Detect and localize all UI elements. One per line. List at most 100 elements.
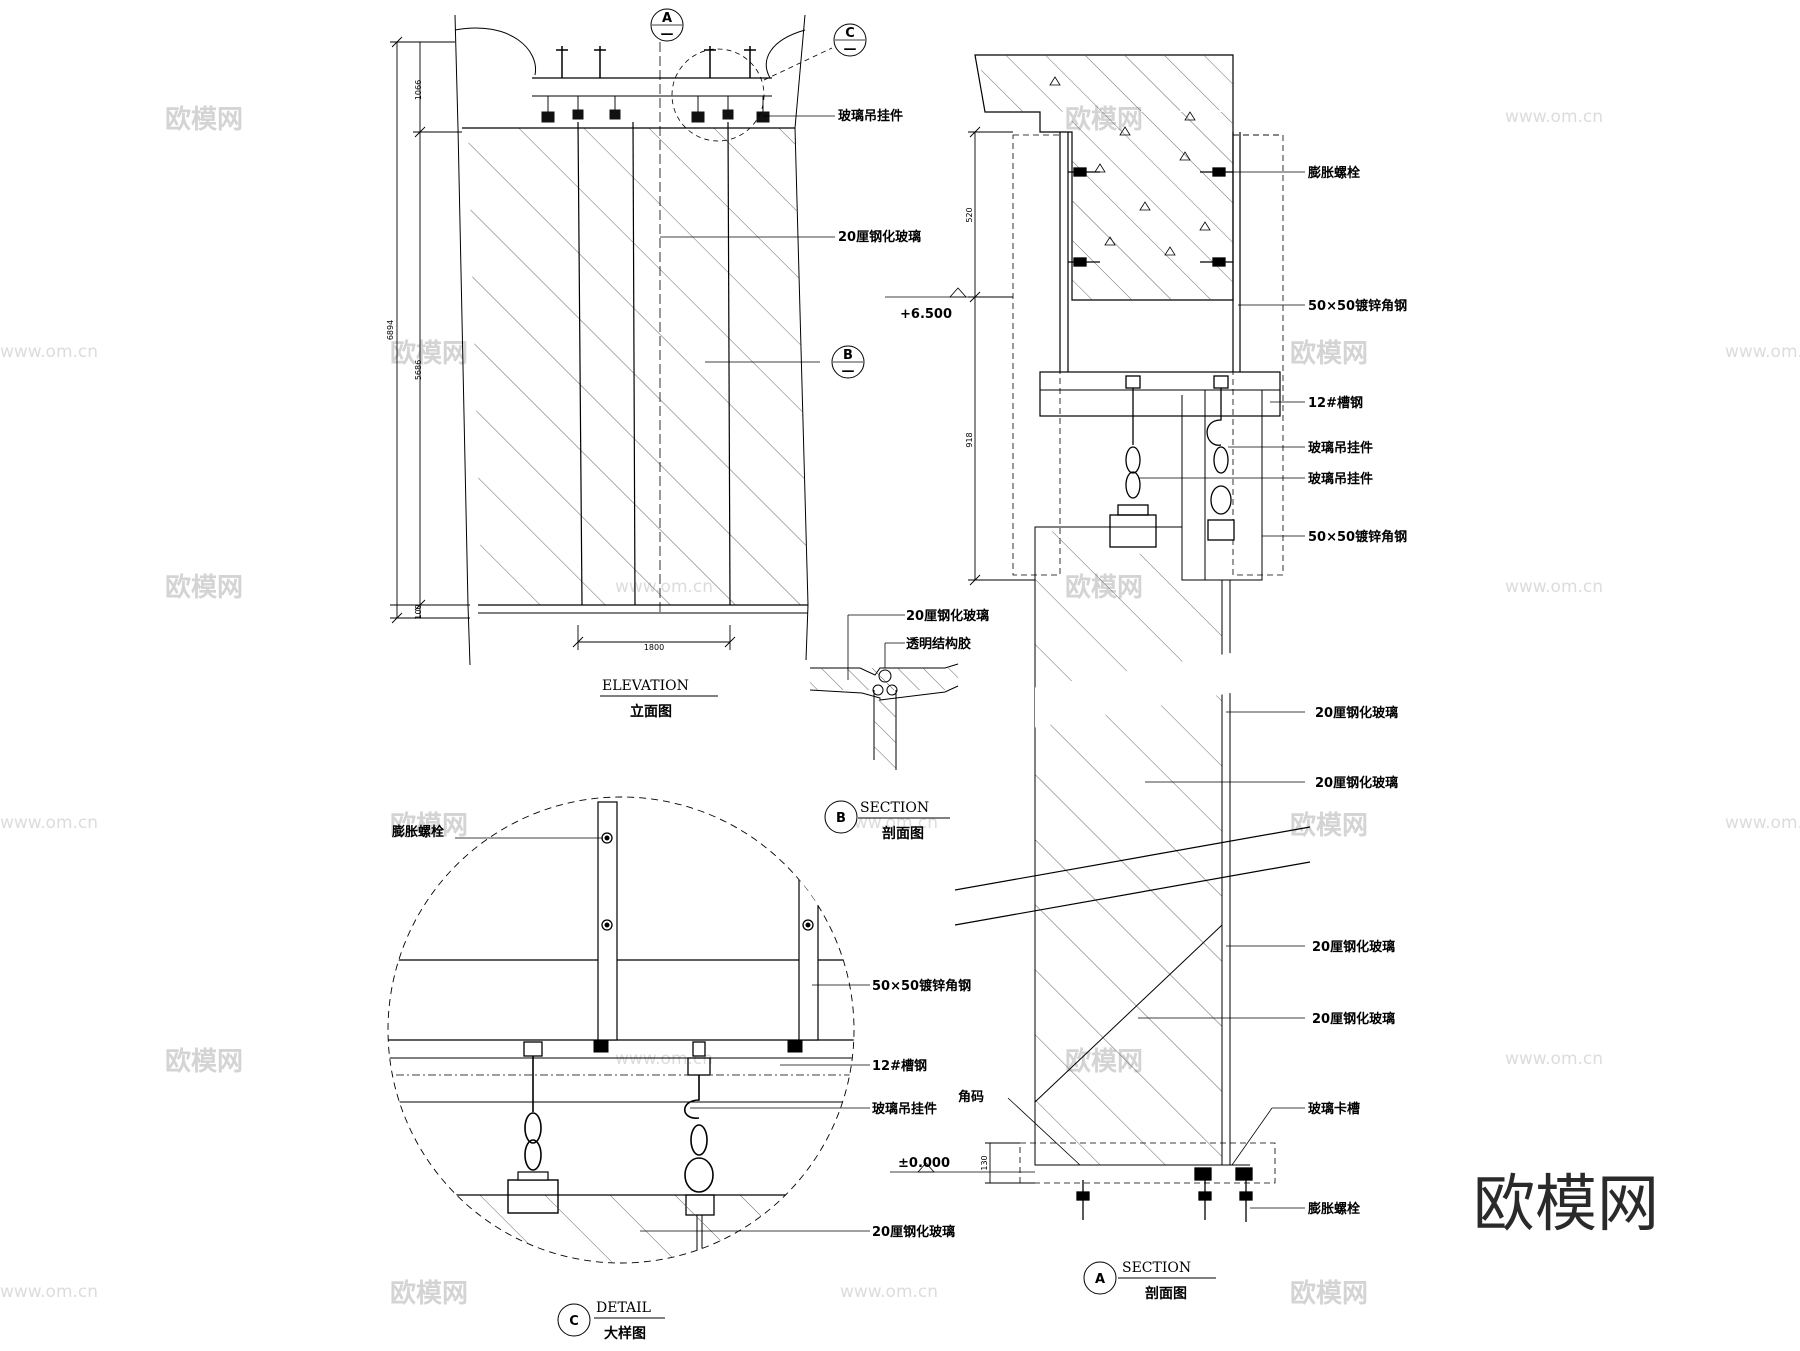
label-galvanized-angle: 50×50镀锌角钢 — [872, 978, 971, 994]
label-tempered-glass: 20厘钢化玻璃 — [838, 229, 921, 245]
section-b-title-en: SECTION — [860, 800, 929, 816]
elevation-view — [390, 14, 835, 666]
label-expansion-bolt: 膨胀螺栓 — [391, 824, 444, 840]
glass-clamps — [541, 96, 770, 123]
label-glass-hanger: 玻璃吊挂件 — [838, 108, 903, 124]
dim-918: 918 — [965, 432, 974, 447]
label-galvanized-angle: 50×50镀锌角钢 — [1308, 298, 1407, 314]
section-a-leaders — [1007, 171, 1305, 1209]
dim-520: 520 — [965, 207, 974, 222]
detail-c-marker-letter: C — [569, 1314, 579, 1329]
section-a-title-marker — [1083, 1261, 1117, 1295]
section-b-title-marker — [824, 800, 858, 834]
concrete-block-hatch — [1072, 112, 1233, 300]
left-wall-outline — [454, 14, 471, 666]
dim-1800: 1800 — [644, 643, 664, 652]
watermark: 欧模网 — [165, 1046, 243, 1077]
label-tempered-glass: 20厘钢化玻璃 — [872, 1224, 955, 1240]
watermark: 欧模网 — [390, 1278, 468, 1309]
hanger-assembly-right — [1206, 375, 1235, 541]
break-line — [954, 861, 1311, 926]
watermark: www.om.cn — [1505, 1049, 1603, 1069]
watermark: www.om.cn — [0, 342, 98, 362]
aggregate-triangles — [1049, 76, 1211, 256]
glass-joint — [632, 121, 636, 606]
channel-steel-lip — [1204, 389, 1263, 581]
section-a-labels: 膨胀螺栓 50×50镀锌角钢 12#槽钢 玻璃吊挂件 玻璃吊挂件 50×50镀锌… — [898, 165, 1407, 1302]
watermark: 欧模网 — [165, 104, 243, 135]
detail-c-callout-circle — [671, 48, 765, 142]
label-tempered-glass: 20厘钢化玻璃 — [1312, 939, 1395, 955]
section-marker-a-letter: A — [662, 11, 672, 26]
detail-c-labels: 膨胀螺栓 50×50镀锌角钢 12#槽钢 玻璃吊挂件 20厘钢化玻璃 C DET… — [391, 824, 971, 1342]
watermark: 欧模网 — [1290, 810, 1368, 841]
slab-bottom-line — [809, 685, 959, 701]
elevation-title-cn: 立面图 — [630, 703, 672, 720]
label-expansion-bolt: 膨胀螺栓 — [1307, 165, 1360, 181]
label-tempered-glass: 20厘钢化玻璃 — [1315, 705, 1398, 721]
section-marker-dash: — — [661, 27, 674, 42]
dim-6894: 6894 — [386, 320, 395, 340]
sealant-bead — [872, 684, 884, 696]
label-glass-slot: 玻璃卡槽 — [1308, 1101, 1360, 1117]
glass-joint — [577, 121, 583, 606]
section-marker-dash: — — [842, 364, 855, 379]
label-tempered-glass: 20厘钢化玻璃 — [1312, 1011, 1395, 1027]
watermark: www.om.cn — [1505, 107, 1603, 127]
section-a-dimensions — [968, 126, 1035, 1184]
break-line — [954, 826, 1311, 891]
section-marker-b-letter: B — [843, 348, 853, 363]
section-a-title-en: SECTION — [1122, 1260, 1191, 1276]
floor-base-dashed — [1019, 1142, 1276, 1184]
detail-c-view — [387, 796, 870, 1264]
glass-fin-hatch — [874, 700, 896, 770]
dim-100: 100 — [414, 604, 423, 619]
detail-c-title-en: DETAIL — [596, 1300, 651, 1316]
watermark: 欧模网 — [1290, 1278, 1368, 1309]
ceiling-void-right — [765, 29, 806, 79]
watermark: www.om.cn — [1725, 813, 1800, 833]
label-glass-hanger: 玻璃吊挂件 — [1308, 471, 1373, 487]
level-mark-upper: +6.500 — [900, 307, 952, 322]
level-mark-floor: ±0.000 — [898, 1156, 950, 1171]
watermark: 欧模网 — [165, 572, 243, 603]
section-a-title-cn: 剖面图 — [1145, 1285, 1187, 1302]
elevation-labels: A — C — B — 玻璃吊挂件 20厘钢化玻璃 1066 6894 5686… — [386, 8, 921, 720]
watermark: 欧模网 — [1290, 338, 1368, 369]
detail-leaders — [455, 837, 870, 1232]
vertical-angle — [798, 877, 819, 1041]
label-corner-bracket: 角码 — [958, 1089, 984, 1105]
label-galvanized-angle: 50×50镀锌角钢 — [1308, 529, 1407, 545]
section-b-labels: 20厘钢化玻璃 透明结构胶 B SECTION 剖面图 — [824, 608, 989, 842]
ceiling-void-left — [454, 27, 537, 76]
sealant-bead — [886, 684, 898, 696]
ceiling-dashed-outline — [1012, 134, 1061, 576]
label-glass-hanger: 玻璃吊挂件 — [1308, 440, 1373, 456]
glass-panel-hatch — [468, 128, 808, 605]
label-tempered-glass: 20厘钢化玻璃 — [906, 608, 989, 624]
glass-joint — [1034, 924, 1223, 1103]
elevation-title-en: ELEVATION — [602, 678, 689, 694]
watermarks: 欧模网 欧模网 www.om.cn www.om.cn 欧模网 欧模网 www.… — [0, 104, 1800, 1309]
detail-circle-outline — [387, 796, 855, 1264]
glass-panel-hatch — [1035, 527, 1222, 1165]
watermark: www.om.cn — [0, 1282, 98, 1302]
watermark: www.om.cn — [1505, 577, 1603, 597]
watermark: 欧模网 — [390, 810, 468, 841]
dim-1066: 1066 — [414, 80, 423, 100]
section-a-view — [885, 54, 1311, 1222]
sealant-bead — [878, 669, 892, 683]
label-channel-steel: 12#槽钢 — [872, 1058, 927, 1074]
floor-bolts — [1076, 1167, 1253, 1222]
brand-logo: 欧模网 — [1473, 1167, 1659, 1240]
label-channel-steel: 12#槽钢 — [1308, 395, 1363, 411]
watermark: 欧模网 — [390, 338, 468, 369]
section-b-title-cn: 剖面图 — [882, 825, 924, 842]
label-expansion-bolt: 膨胀螺栓 — [1307, 1201, 1360, 1217]
watermark: www.om.cn — [0, 813, 98, 833]
label-glass-hanger: 玻璃吊挂件 — [872, 1101, 937, 1117]
watermark: www.om.cn — [1725, 342, 1800, 362]
glass-joint — [727, 121, 731, 606]
label-structural-sealant: 透明结构胶 — [906, 636, 971, 652]
